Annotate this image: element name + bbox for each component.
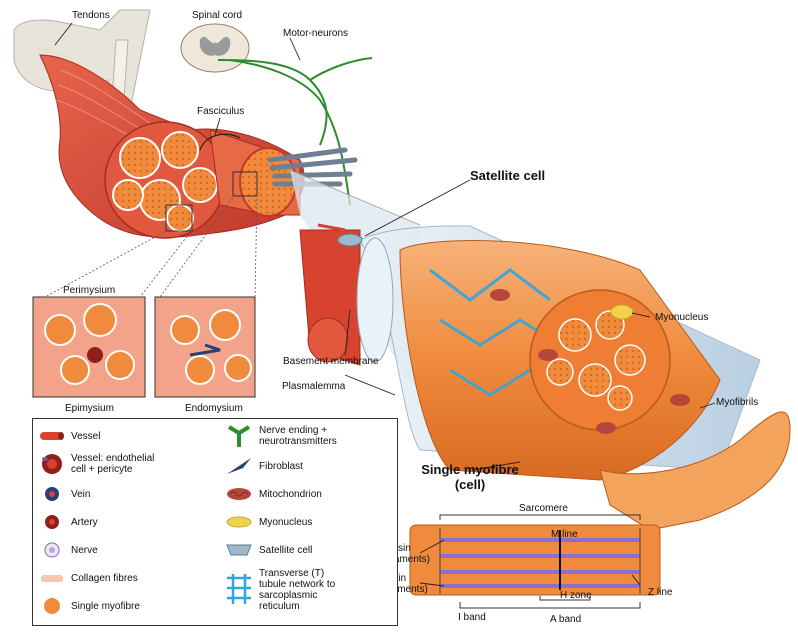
t-tubule-network-icon <box>227 574 251 604</box>
legend-text-mitochondrion: Mitochondrion <box>259 488 322 500</box>
single-myofibre-label: Single myofibre (cell) <box>405 462 535 492</box>
myonucleus-shape <box>610 304 634 320</box>
vein-icon <box>45 487 59 501</box>
legend-item-fibroblast: Fibroblast <box>225 453 303 479</box>
single-myofibre-label-line2: (cell) <box>454 477 486 492</box>
single-fibre-small <box>299 223 361 366</box>
endomysium-label: Endomysium <box>185 403 243 414</box>
vessel-icon <box>40 432 64 440</box>
collagen-fibres-icon <box>41 575 63 582</box>
perimysium-label: Perimysium <box>63 285 116 296</box>
legend-text-myonucleus: Myonucleus <box>259 516 313 528</box>
single-myofibre-icon <box>44 598 60 614</box>
legend-text-vessel-endothelial: Vessel: endothelial cell + pericyte <box>71 453 155 475</box>
satellite-cell-label: Satellite cell <box>470 168 546 183</box>
legend-item-single-myofibre: Single myofibre <box>39 593 140 619</box>
inset-endomysium <box>154 296 256 398</box>
legend-item-artery: Artery <box>39 509 98 535</box>
sarcomere-detail <box>409 514 661 609</box>
myonucleus-icon <box>226 516 252 528</box>
legend-text-single-myofibre: Single myofibre <box>71 600 140 612</box>
nerve-ending-icon <box>227 425 251 447</box>
spinal-cord-label: Spinal cord <box>192 10 243 21</box>
legend-text-vein: Vein <box>71 488 91 500</box>
leader-lines <box>54 22 716 587</box>
mitochondrion-shape <box>490 289 510 301</box>
mitochondrion-icon <box>227 488 251 500</box>
spinal-cord <box>180 23 250 73</box>
fasciculus-label: Fasciculus <box>197 106 245 117</box>
mitochondrion-shape <box>670 394 690 406</box>
single-myofibre <box>337 233 721 481</box>
legend-item-nerve: Nerve <box>39 537 98 563</box>
sarcomere-label: Sarcomere <box>519 503 568 514</box>
a-band-label: A band <box>550 614 582 625</box>
mitochondrion-shape <box>538 349 558 361</box>
legend-text-fibroblast: Fibroblast <box>259 460 303 472</box>
myofibril-tail <box>599 411 791 531</box>
satellite-cell-shape <box>337 233 363 247</box>
i-band-label: I band <box>458 612 486 623</box>
myofibrils-label: Myofibrils <box>716 397 759 408</box>
legend-text-vessel: Vessel <box>71 430 101 442</box>
legend-text-t-tubule: Transverse (T) tubule network to sarcopl… <box>259 568 336 612</box>
tendons-label: Tendons <box>72 10 110 21</box>
z-line-label: Z line <box>648 587 673 598</box>
legend-item-vessel-endothelial: Vessel: endothelial cell + pericyte <box>39 451 154 477</box>
legend-text-nerve: Nerve <box>71 544 98 556</box>
epimysium-label: Epimysium <box>65 403 114 414</box>
nerve-icon <box>44 542 60 558</box>
legend-item-vein: Vein <box>39 481 90 507</box>
myofibril-cross-section <box>529 289 671 431</box>
artery-icon <box>45 515 59 529</box>
mitochondrion-shape <box>596 422 616 434</box>
legend-item-collagen: Collagen fibres <box>39 565 138 591</box>
legend-text-satellite-cell: Satellite cell <box>259 544 313 556</box>
legend-item-mitochondrion: Mitochondrion <box>225 481 322 507</box>
motor-neurons-label: Motor-neurons <box>283 28 349 39</box>
legend-item-t-tubule: Transverse (T) tubule network to sarcopl… <box>225 565 335 615</box>
legend: Vessel Vessel: endothelial cell + pericy… <box>32 418 398 626</box>
legend-item-vessel: Vessel <box>39 423 100 449</box>
myonucleus-label: Myonucleus <box>655 312 709 323</box>
satellite-cell-icon <box>226 544 252 556</box>
h-zone-label: H zone <box>560 590 592 601</box>
legend-item-myonucleus: Myonucleus <box>225 509 312 535</box>
basement-membrane-label: Basement membrane <box>283 356 379 367</box>
legend-item-satellite-cell: Satellite cell <box>225 537 312 563</box>
zoom-lines <box>44 194 258 298</box>
m-line-label: M line <box>551 529 578 540</box>
inset-perimysium <box>32 296 146 398</box>
legend-text-artery: Artery <box>71 516 98 528</box>
fibroblast-icon <box>227 458 251 474</box>
legend-text-nerve-ending: Nerve ending + neurotransmitters <box>259 425 337 447</box>
plasmalemma-label: Plasmalemma <box>282 381 346 392</box>
vessel-endothelial-icon <box>42 454 62 474</box>
legend-item-nerve-ending: Nerve ending + neurotransmitters <box>225 423 337 449</box>
legend-text-collagen: Collagen fibres <box>71 572 138 584</box>
muscle-cross-section <box>104 121 226 239</box>
single-myofibre-label-line1: Single myofibre <box>421 462 519 477</box>
